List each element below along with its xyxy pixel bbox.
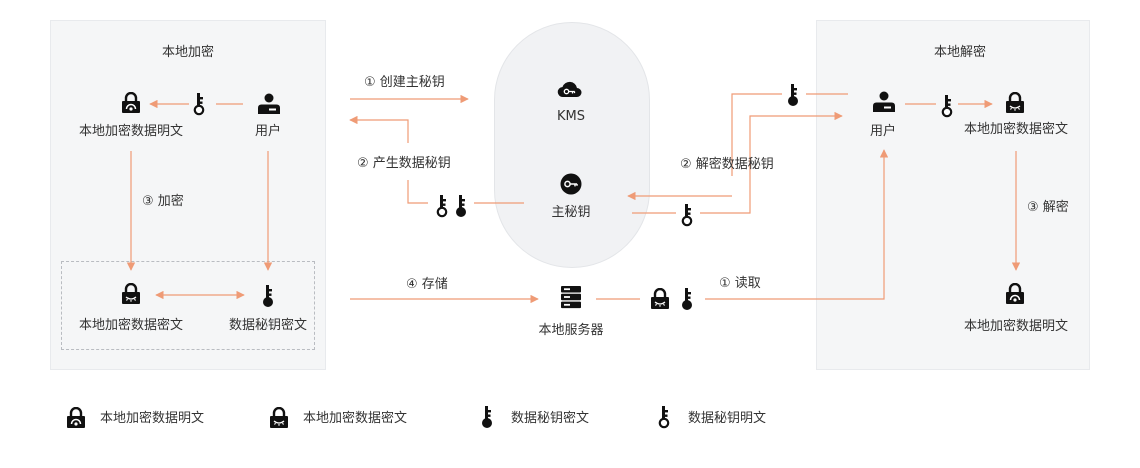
outline-key-icon [436, 194, 448, 218]
step-decrypt-label: ③ 解密 [1027, 200, 1069, 215]
legend-cipher-key-label: 数据秘钥密文 [511, 411, 590, 426]
legend-plain-data-label: 本地加密数据明文 [100, 411, 205, 426]
legend-plain-key-label: 数据秘钥明文 [688, 411, 767, 426]
right-user-label: 用户 [869, 124, 897, 139]
step-read-label: ① 读取 [719, 276, 761, 291]
closed-lock-icon [650, 288, 670, 310]
right-plain-data-label: 本地加密数据明文 [963, 319, 1069, 334]
filled-key-icon [787, 83, 799, 107]
closed-lock-icon [121, 283, 141, 305]
local-decryption-panel [816, 20, 1090, 370]
filled-key-icon [262, 284, 274, 308]
open-lock-icon [1005, 283, 1025, 305]
server-label: 本地服务器 [538, 323, 604, 338]
step-encrypt-label: ③ 加密 [142, 194, 184, 209]
master-key-label: 主秘钥 [551, 205, 591, 220]
left-user-label: 用户 [254, 124, 282, 139]
local-encryption-panel [50, 20, 326, 370]
arrow-read [705, 149, 889, 300]
arrow-decrypt-data-key [731, 93, 782, 176]
user-icon [256, 93, 282, 115]
open-lock-icon [121, 92, 141, 114]
filled-key-icon [681, 287, 693, 311]
outline-key-icon [193, 92, 205, 116]
step-decrypt-data-key-label: ② 解密数据秘钥 [680, 157, 774, 172]
kms-label: KMS [557, 109, 585, 124]
step-create-master-key-label: ① 创建主秘钥 [364, 75, 445, 90]
filled-key-icon [455, 194, 467, 218]
master-key-icon [560, 173, 582, 195]
encrypted-output-group [61, 261, 315, 350]
legend-open-lock-icon [66, 407, 86, 429]
line-keys-return [407, 180, 428, 204]
kms-service-container [494, 22, 650, 268]
left-cipher-data-label: 本地加密数据密文 [78, 318, 184, 333]
outline-key-icon [681, 203, 693, 227]
legend-outline-key-icon [658, 405, 670, 429]
left-plain-data-label: 本地加密数据明文 [78, 124, 184, 139]
server-icon [560, 285, 582, 309]
left-panel-title: 本地加密 [161, 45, 215, 60]
arrow-generate-data-key [349, 115, 409, 143]
step-store-label: ④ 存储 [406, 277, 448, 292]
legend-closed-lock-icon [269, 407, 289, 429]
closed-lock-icon [1005, 92, 1025, 114]
user-icon [871, 91, 897, 113]
right-cipher-data-label: 本地加密数据密文 [963, 122, 1069, 137]
legend-filled-key-icon [481, 405, 493, 429]
outline-key-icon [941, 94, 953, 118]
arrow-plain-key-to-user [700, 111, 843, 214]
legend-cipher-data-label: 本地加密数据密文 [303, 411, 408, 426]
step-generate-data-key-label: ② 产生数据秘钥 [357, 156, 451, 171]
left-cipher-key-label: 数据秘钥密文 [228, 318, 308, 333]
right-panel-title: 本地解密 [933, 45, 987, 60]
kms-cloud-icon [557, 78, 583, 98]
